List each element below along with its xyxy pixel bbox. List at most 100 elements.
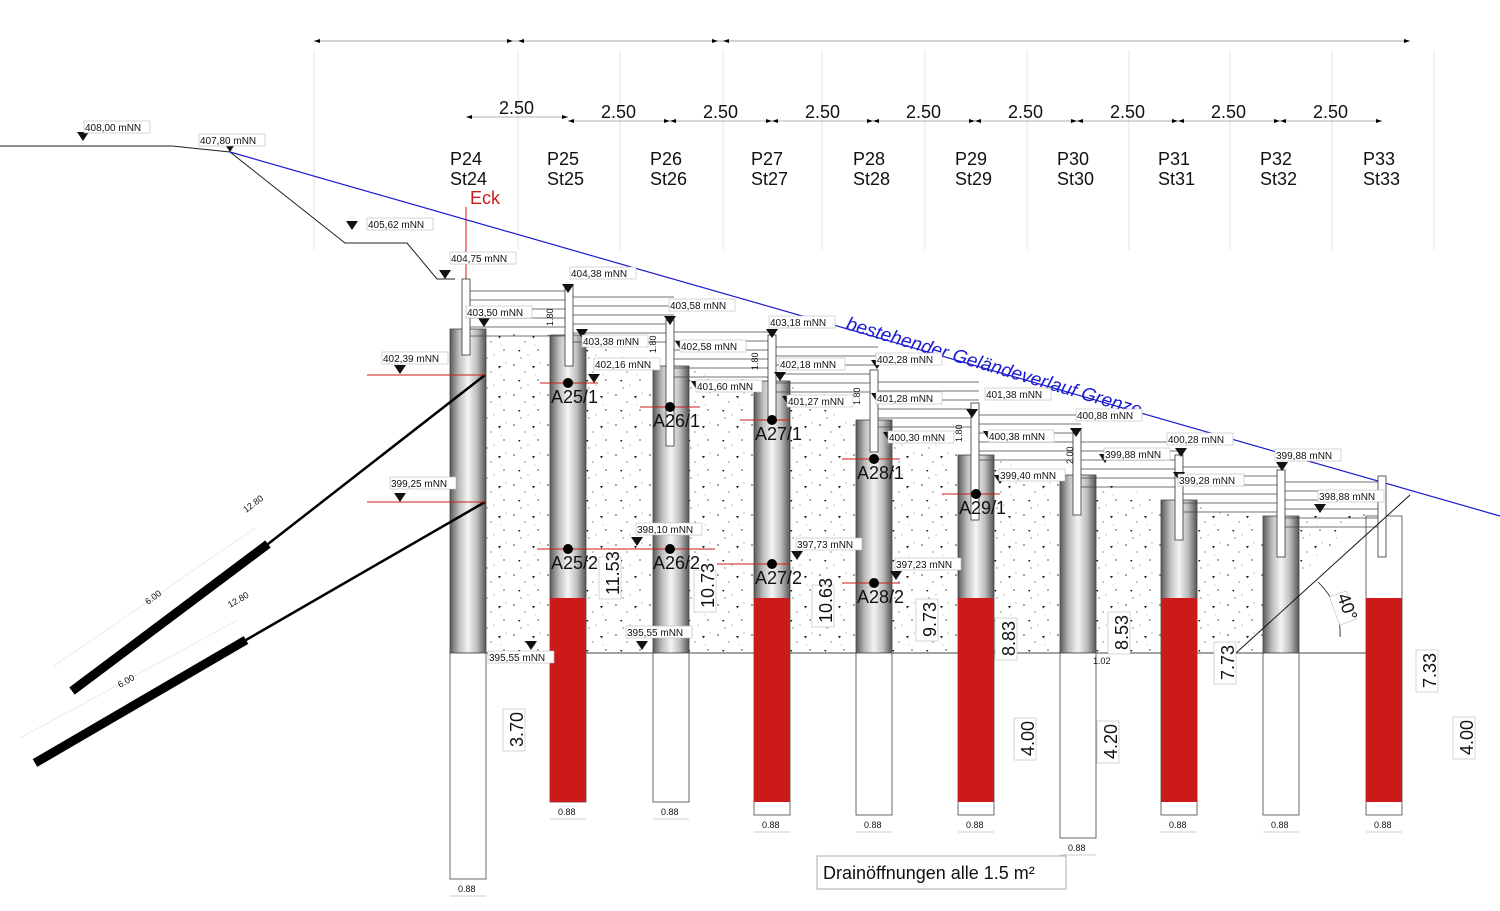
overall-dimension-line xyxy=(314,39,1410,43)
level-label: 395,55 mNN xyxy=(489,653,545,664)
dimension-value: 4.00 xyxy=(1457,720,1477,755)
level-triangle-icon xyxy=(394,365,406,374)
dimension-value: 8.83 xyxy=(999,621,1019,656)
level-label: 399,25 mNN xyxy=(391,479,447,490)
level-label: 401,60 mNN xyxy=(697,382,753,393)
level-label-box xyxy=(366,217,434,231)
riser-pipe xyxy=(1377,475,1387,558)
level-marker-p28-top: 402,28 mNN xyxy=(871,352,943,369)
level-label: 402,28 mNN xyxy=(877,355,933,366)
anchor-point-dot xyxy=(971,489,981,499)
level-triangle-icon xyxy=(774,372,786,381)
level-marker-p32-top: 399,88 mNN xyxy=(1274,448,1342,471)
anchor-point-label: A26/2 xyxy=(653,553,700,573)
anchor-point-dot xyxy=(563,378,573,388)
pile-p24: 0.88 xyxy=(449,328,487,897)
reinforcement-zone xyxy=(1161,598,1197,802)
dimension-value: 7.73 xyxy=(1218,645,1238,680)
level-label: 400,88 mNN xyxy=(1077,411,1133,422)
level-marker-p27-a2: 397,73 mNN xyxy=(791,537,863,560)
level-marker-p28-a2: 397,23 mNN xyxy=(890,557,962,580)
level-triangle-icon xyxy=(1175,448,1187,457)
level-label-box xyxy=(625,625,693,639)
dimension-box xyxy=(1415,649,1439,693)
level-triangle-icon xyxy=(525,641,537,650)
pile-p25: 0.88 xyxy=(549,334,587,820)
pile-number-label: P26 xyxy=(650,149,682,169)
level-label-box xyxy=(887,430,955,444)
level-triangle-icon xyxy=(631,537,643,546)
pile-station-label: St27 xyxy=(751,169,788,189)
drain-note-text: Drainöffnungen alle 1.5 m² xyxy=(823,863,1035,883)
riser-height-label: 1.80 xyxy=(648,335,658,353)
spacing-label: 2.50 xyxy=(1313,102,1348,122)
level-label-box xyxy=(593,357,661,371)
pile-width-label: 0.88 xyxy=(458,884,476,894)
dimension-value: 4.20 xyxy=(1101,724,1121,759)
pile-number-label: P31 xyxy=(1158,149,1190,169)
level-label: 397,73 mNN xyxy=(797,540,853,551)
dimension-box xyxy=(693,569,717,613)
level-label: 400,38 mNN xyxy=(989,432,1045,443)
vertical-dimension: 7.33 xyxy=(1415,649,1440,693)
anchor-point-dot xyxy=(767,559,777,569)
level-label: 400,28 mNN xyxy=(1168,435,1224,446)
level-label: 401,28 mNN xyxy=(877,394,933,405)
riser-pipe xyxy=(767,334,777,422)
level-marker-berm: 405,62 mNN xyxy=(346,217,434,231)
pile-number-label: P27 xyxy=(751,149,783,169)
level-label-box xyxy=(381,351,449,365)
dimension-box xyxy=(915,598,939,642)
pile-p30: 0.88 xyxy=(1059,474,1097,856)
vertical-dimension: 10.73 xyxy=(693,563,718,613)
level-label: 402,58 mNN xyxy=(681,342,737,353)
pile-p29: 0.88 xyxy=(957,454,995,833)
pile-embedment xyxy=(855,652,893,816)
dimension-box xyxy=(811,584,835,628)
anchor-point-dot xyxy=(665,544,675,554)
riser-height-label: 1.80 xyxy=(954,424,964,442)
level-marker-p25-top: 404,38 mNN xyxy=(562,266,637,293)
level-label: 405,62 mNN xyxy=(368,220,424,231)
concrete-fill-segment xyxy=(486,333,550,653)
level-label-box xyxy=(1103,447,1171,461)
level-label-box xyxy=(83,120,151,134)
pile-shaft xyxy=(449,328,487,654)
anchor-point-dot xyxy=(767,415,777,425)
riser-pipe xyxy=(1276,469,1286,558)
pile-p27: 0.88 xyxy=(753,380,791,833)
level-triangle-icon xyxy=(576,329,588,338)
concrete-fill-segment xyxy=(994,459,1060,653)
level-label: 402,16 mNN xyxy=(595,360,651,371)
small-dimension-label: 1.02 xyxy=(1093,656,1111,666)
level-label-box xyxy=(569,266,637,280)
pile-station-label: St26 xyxy=(650,169,687,189)
level-label: 400,30 mNN xyxy=(889,433,945,444)
pile-station-label: St30 xyxy=(1057,169,1094,189)
level-label: 404,75 mNN xyxy=(451,254,507,265)
pile-station-label: St25 xyxy=(547,169,584,189)
level-label-box xyxy=(668,298,736,312)
level-label: 402,18 mNN xyxy=(780,360,836,371)
dimension-value: 3.70 xyxy=(507,712,527,747)
riser-pipe xyxy=(1072,429,1082,516)
level-label: 403,50 mNN xyxy=(467,308,523,319)
dimension-value: 7.33 xyxy=(1420,653,1440,688)
level-label: 402,39 mNN xyxy=(383,354,439,365)
ground-anchors: 12.80 6.00 12.80 6.00 xyxy=(19,374,486,767)
anchor-point-label: A27/2 xyxy=(755,568,802,588)
pile-p31: 0.88 xyxy=(1160,499,1198,833)
pile-width-label: 0.88 xyxy=(1169,820,1187,830)
level-label-box xyxy=(389,476,457,490)
dimension-value: 8.53 xyxy=(1112,615,1132,650)
level-label-box xyxy=(679,339,747,353)
dimension-value: 9.73 xyxy=(920,602,940,637)
level-label-box xyxy=(778,357,846,371)
level-marker-ground-crest: 407,80 mNN xyxy=(198,133,266,152)
level-label-box xyxy=(449,251,517,265)
pile-width-label: 0.88 xyxy=(661,807,679,817)
riser-pipe xyxy=(970,402,980,521)
corner-label: Eck xyxy=(470,188,501,208)
